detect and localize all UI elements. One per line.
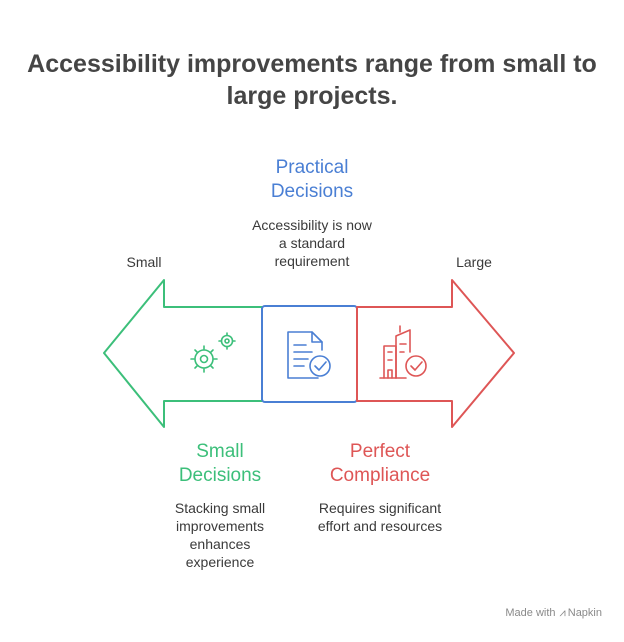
napkin-brand-label: Napkin [567, 607, 602, 619]
scale-label-large: Large [456, 254, 492, 270]
stage-description-practical: Accessibility is now a standard requirem… [252, 217, 372, 269]
title-line-1: Accessibility improvements range from sm… [27, 50, 597, 78]
stage-heading-perfect: Perfect Compliance [329, 441, 431, 486]
left-arrow-segment [103, 279, 263, 428]
title-line-2: large projects. [226, 82, 398, 110]
scale-label-small: Small [126, 254, 162, 270]
middle-box-segment [261, 305, 358, 403]
stage-heading-small: Small Decisions [178, 441, 262, 486]
document-check-icon [287, 331, 331, 379]
napkin-watermark: Made with⩘Napkin [505, 607, 602, 620]
made-with-label: Made with [505, 607, 556, 619]
stage-description-perfect: Requires significant effort and resource… [317, 500, 443, 534]
napkin-logo-icon: ⩘ [559, 607, 566, 619]
diagram-title: Accessibility improvements range from sm… [0, 48, 624, 112]
right-arrow-segment [356, 279, 515, 428]
stage-description-small: Stacking small improvements enhances exp… [174, 500, 266, 570]
stage-heading-practical: Practical Decisions [270, 157, 354, 202]
building-check-icon [379, 325, 427, 379]
gears-icon [190, 332, 236, 373]
